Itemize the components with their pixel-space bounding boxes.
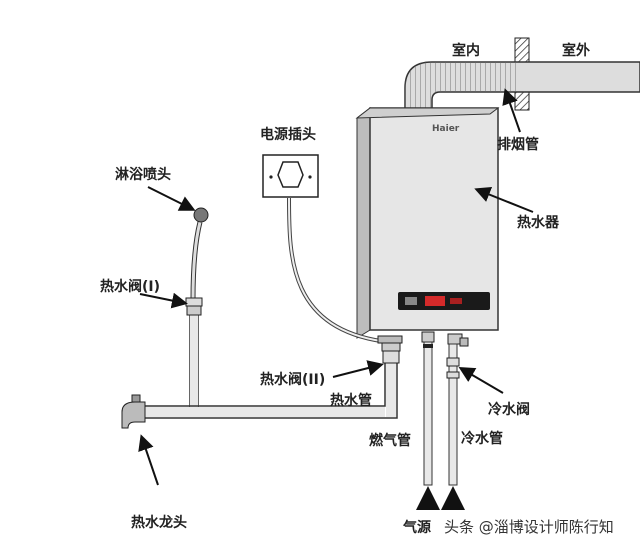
- label-arrows: [138, 88, 534, 486]
- label-hot-valve-2: 热水阀(II): [260, 372, 326, 388]
- gas-pipe: [421, 331, 435, 486]
- supply-arrows: [416, 486, 465, 510]
- label-hot-pipe: 热水管: [330, 393, 372, 409]
- cold-water-pipe: [446, 333, 469, 486]
- label-shower-head: 淋浴喷头: [115, 167, 171, 183]
- faucet: [121, 394, 146, 429]
- label-gas-pipe: 燃气管: [369, 433, 411, 449]
- display-digits: [425, 296, 445, 306]
- cold-valve: [459, 337, 469, 347]
- power-socket: [262, 154, 389, 344]
- label-flue-pipe: 排烟管: [497, 137, 539, 153]
- shower-head: [190, 207, 209, 301]
- label-gas-source: 气源: [403, 520, 431, 536]
- label-cold-valve: 冷水阀: [488, 402, 530, 418]
- label-power-plug: 电源插头: [260, 127, 316, 143]
- label-cold-pipe: 冷水管: [461, 431, 503, 447]
- label-hot-valve-1: 热水阀(I): [100, 279, 161, 295]
- flue-duct: [404, 61, 640, 113]
- watermark: 头条 @淄博设计师陈行知: [444, 518, 614, 536]
- hot-valve-2: [381, 342, 401, 352]
- hot-water-pipes: [135, 297, 403, 419]
- label-indoor: 室内: [452, 43, 480, 59]
- label-outdoor: 室外: [562, 43, 590, 59]
- label-hot-faucet: 热水龙头: [131, 515, 187, 531]
- hot-valve-1: [185, 297, 203, 307]
- label-water-heater: 热水器: [517, 215, 559, 231]
- brand-logo: Haier: [432, 124, 460, 134]
- water-heater: [355, 106, 500, 339]
